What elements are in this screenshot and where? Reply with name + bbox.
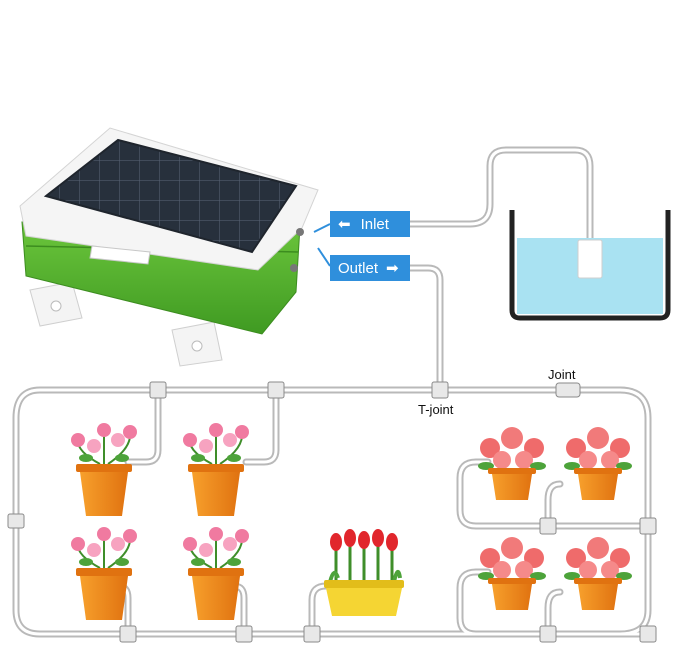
arrow-left-icon: ⬅ <box>338 215 351 233</box>
pink-flower-pot-2 <box>183 423 249 516</box>
joint-connector <box>555 382 581 398</box>
pink-flower-pot-3 <box>71 527 137 620</box>
filter-block <box>577 239 603 279</box>
tulip-planter <box>324 529 404 616</box>
inlet-label: Inlet <box>360 215 389 233</box>
outlet-label: Outlet <box>338 259 379 277</box>
outlet-tube <box>406 264 444 394</box>
red-flower-pot-3 <box>478 537 546 610</box>
red-flower-pot-1 <box>478 427 546 500</box>
inlet-tag: ⬅ Inlet <box>330 211 410 237</box>
reservoir-container <box>509 210 671 321</box>
t-joint-label: T-joint <box>418 402 454 417</box>
solar-panel <box>43 138 298 254</box>
pink-flower-pot-1 <box>71 423 137 516</box>
joint-label: Joint <box>548 367 576 382</box>
arrow-right-icon: ➡ <box>386 259 399 277</box>
water-reservoir <box>509 210 671 321</box>
red-flower-pot-4 <box>564 537 632 610</box>
pink-flower-pot-4 <box>183 527 249 620</box>
inlet-tube <box>406 146 594 244</box>
red-flower-pot-2 <box>564 427 632 500</box>
t-joint-connector <box>431 381 449 399</box>
outlet-tag: Outlet ➡ <box>330 255 410 281</box>
pump-latch <box>89 245 151 265</box>
connectors <box>7 381 657 643</box>
solar-pump <box>19 127 319 367</box>
